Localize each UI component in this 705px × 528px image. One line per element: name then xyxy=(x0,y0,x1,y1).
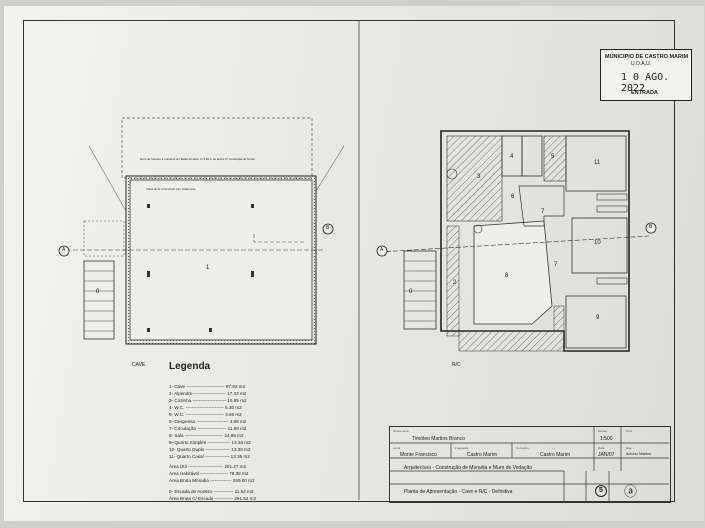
drawing-frame xyxy=(23,20,675,502)
section-mark-b-right: B xyxy=(649,224,653,230)
tb-scale-label: Escala xyxy=(598,429,608,433)
sheet-number: 5 xyxy=(595,485,607,497)
section-mark-b-left: B xyxy=(326,225,330,231)
tb-drawing: Planta de Apresentação - Cave e R/C - De… xyxy=(404,489,513,495)
tb-owner: Timóteo Martins Branco xyxy=(412,436,465,442)
section-mark-a-left: A xyxy=(62,247,66,253)
stamp-entry: ENTRADA xyxy=(631,90,658,96)
rc-room-3: 3 xyxy=(477,174,481,180)
rc-room-10-label: 10 xyxy=(594,240,601,246)
tb-scale: 1:500 xyxy=(600,436,613,442)
stamp-unit: U.O.A.U. xyxy=(631,61,652,67)
tb-work: Arquitectura - Construção de Moradia e M… xyxy=(404,465,533,471)
legend-item: Área Útil ----------------------- 201.27… xyxy=(169,464,247,469)
rc-room-7a: 7 xyxy=(541,209,545,215)
legend-item: 0- Escada de Acesso ------------- 11.52 … xyxy=(169,489,254,494)
legend-item: 6- Despensa --------------------- 4.88 m… xyxy=(169,419,247,424)
stamp-date: 1 0 AGO. 2022 xyxy=(621,72,670,94)
tb-date: JAN/07 xyxy=(598,452,615,458)
cave-caption: CAVE xyxy=(132,362,146,368)
rc-stair xyxy=(403,250,437,330)
legend-item: 3- Cozinha ---------------------- 16.85 … xyxy=(169,398,247,403)
rc-room-5: 5 xyxy=(551,154,555,160)
tb-local-label: Local xyxy=(393,446,401,450)
note-air-chamber: Caixa de Ar a Construir com Isolamento xyxy=(146,187,196,191)
rc-stair-number: 0 xyxy=(409,289,413,295)
legend-item: 10- Quarto Duplo ---------------- 13.36 … xyxy=(169,447,251,452)
legend-item: 11- Quarto Casal ---------------- 13.36 … xyxy=(169,454,250,459)
legend-item: 2- Alpendre --------------------- 17.33 … xyxy=(169,391,247,396)
tb-county: Castro Marim xyxy=(540,452,571,458)
rc-room-8: 8 xyxy=(505,273,509,279)
rc-kitchen-hatch xyxy=(446,135,503,222)
legend-item: 1- Cave ------------------------- 97.92 … xyxy=(169,384,246,389)
legend-title: Legenda xyxy=(169,361,211,372)
section-markers xyxy=(58,222,657,257)
title-block: Requerente Timóteo Martins Branco Escala… xyxy=(389,426,671,503)
tb-parish-label: Freguesia xyxy=(455,446,469,450)
legend-item: Área Habitável ------------------ 78.38 … xyxy=(169,471,249,476)
section-line-rc xyxy=(378,235,650,253)
rc-room-sala xyxy=(473,220,553,325)
stamp-municipality: MUNICIPIO DE CASTRO MARIM xyxy=(605,54,689,60)
tb-date-label: Data xyxy=(598,446,605,450)
rc-room-10 xyxy=(571,217,628,274)
tb-process-label: Proc. xyxy=(626,429,634,433)
tb-local: Monte Francisco xyxy=(400,452,437,458)
rc-room-11 xyxy=(565,135,627,192)
signature: ⓐ xyxy=(624,485,638,500)
rc-room-2a: 2 xyxy=(453,280,457,286)
cave-room-1 xyxy=(129,179,313,341)
approval-stamp: MUNICIPIO DE CASTRO MARIM U.O.A.U. 1 0 A… xyxy=(600,49,692,101)
legend-item: 9- Quarto Simples --------------- 13.36 … xyxy=(169,440,251,445)
legend-item: 5- W.C. ------------------------- 3.65 m… xyxy=(169,412,242,417)
legend-item: 7- Circulação ------------------- 11.90 … xyxy=(169,426,247,431)
note-retaining-wall: Muro de Suporte a Construir em Betão Arm… xyxy=(140,157,255,161)
tb-owner-label: Requerente xyxy=(393,429,409,433)
cave-stair-number: 0 xyxy=(96,289,100,295)
legend-item: Área Bruta Moradia -------------- 250.00… xyxy=(169,478,255,483)
rc-room-9 xyxy=(565,295,627,349)
rc-room-11-label: 11 xyxy=(594,160,601,166)
tb-county-label: Concelho xyxy=(516,446,529,450)
tb-author-label: Eng. xyxy=(626,446,633,450)
legend-item: Área Bruta C/ Escada ------------ 261.52… xyxy=(169,496,257,501)
cave-room-number: 1 xyxy=(206,265,210,271)
cave-plan xyxy=(66,117,345,345)
rc-caption: R/C xyxy=(452,362,461,368)
rc-room-9-label: 9 xyxy=(596,315,600,321)
rc-room-7b: 7 xyxy=(554,262,558,268)
legend-item: 8- Sala ------------------------- 24.69 … xyxy=(169,433,244,438)
title-block-grid xyxy=(389,426,669,501)
cave-dashed-outline xyxy=(121,117,313,179)
tb-author: António Martins xyxy=(626,452,651,456)
legend-item: 4- W.C. ------------------------- 5.30 m… xyxy=(169,405,242,410)
drawing-sheet: MUNICIPIO DE CASTRO MARIM U.O.A.U. 1 0 A… xyxy=(4,6,704,521)
rc-room-6: 6 xyxy=(511,194,515,200)
section-mark-a-right: A xyxy=(380,247,384,253)
floor-plans-svg xyxy=(58,20,669,501)
tb-parish: Castro Marim xyxy=(467,452,498,458)
rc-room-4: 4 xyxy=(510,154,514,160)
cave-stair xyxy=(83,260,115,340)
rc-plan xyxy=(378,130,650,352)
